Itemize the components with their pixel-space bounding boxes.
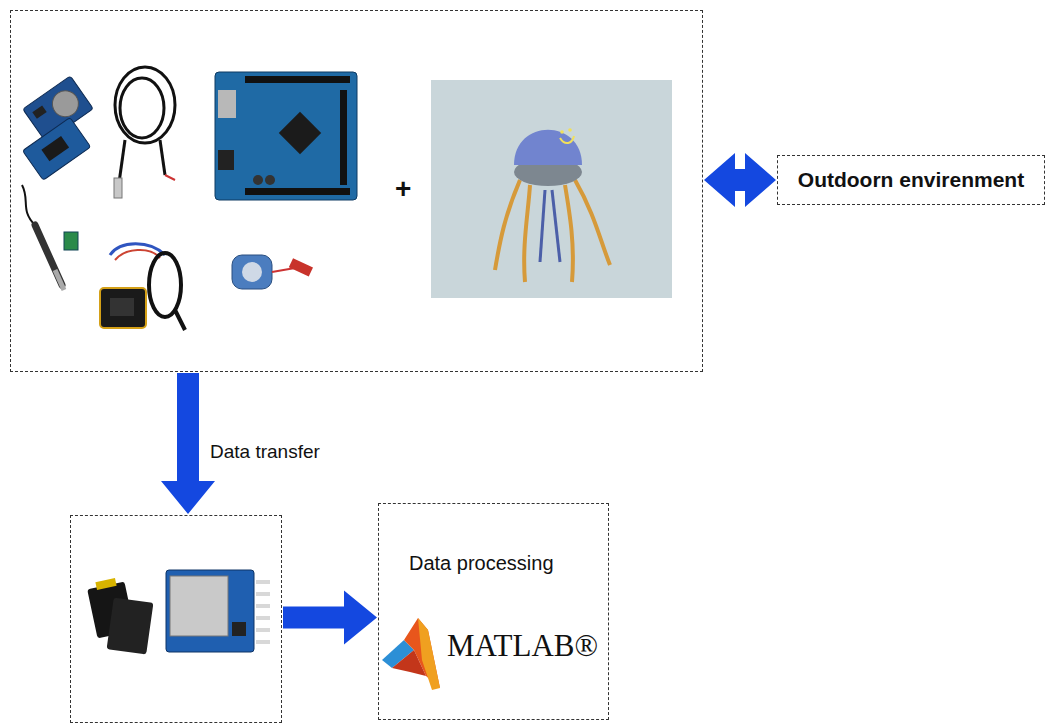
matlab-logo	[382, 618, 440, 690]
rtc-module	[23, 76, 94, 180]
arrow-label: Data transfer	[208, 441, 322, 463]
node-label: Data processing	[409, 552, 554, 575]
double-arrow	[704, 153, 776, 207]
robot-render	[431, 80, 672, 298]
block-arrow	[283, 591, 377, 645]
block-arrow	[161, 373, 215, 514]
environment-box: Outdoorn envirenment	[777, 155, 1045, 205]
storage-box	[70, 515, 282, 723]
sd-module	[166, 570, 270, 652]
temperature-probe	[114, 67, 175, 198]
sensor-probe	[22, 185, 78, 290]
flow-sensor	[232, 255, 313, 289]
node-label: +	[395, 173, 411, 205]
sensor-board	[100, 244, 185, 330]
node-label: MATLAB®	[447, 628, 598, 664]
arduino-board	[215, 72, 357, 200]
node-label: Outdoorn envirenment	[798, 168, 1024, 192]
system-group: +	[10, 10, 703, 372]
sd-card	[87, 578, 153, 655]
processing-box: Data processingMATLAB®	[378, 503, 609, 720]
